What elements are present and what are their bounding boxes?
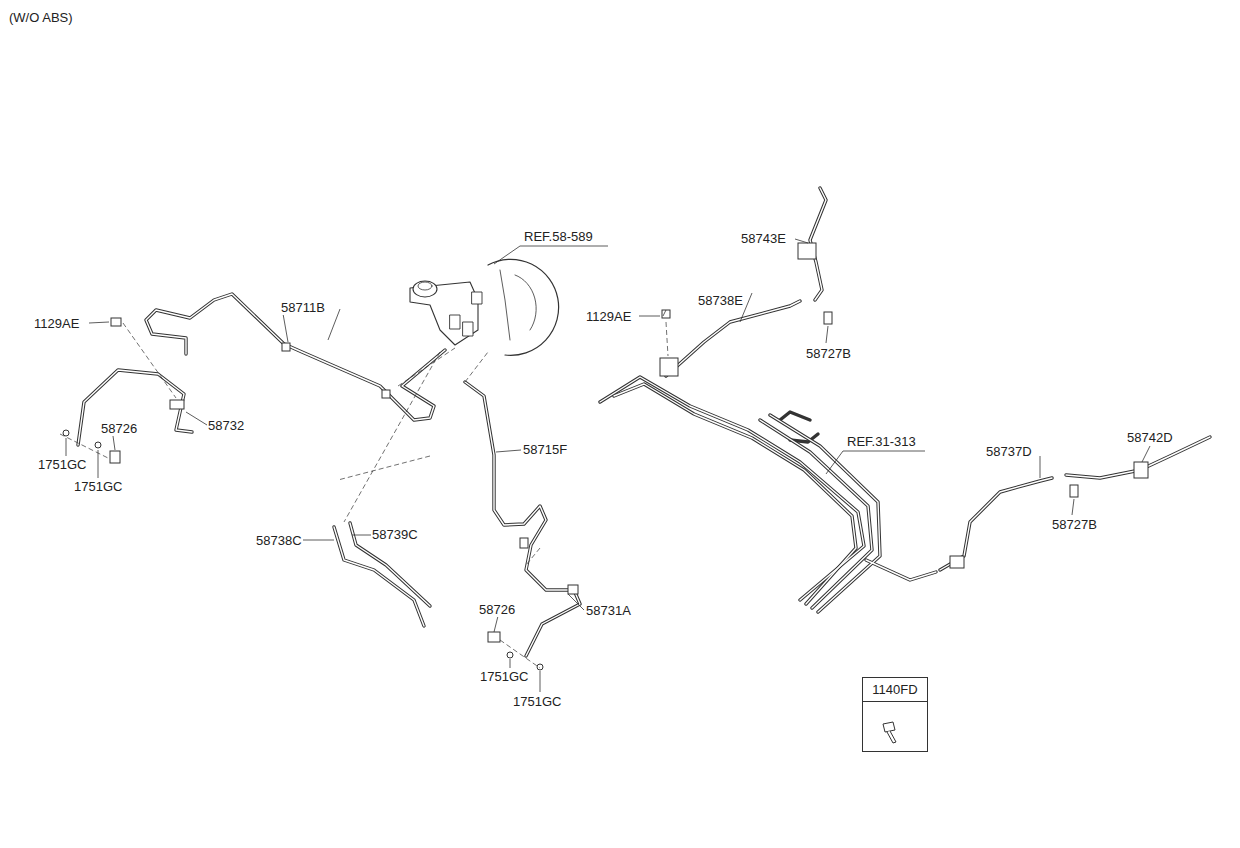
callout-number: 58732 — [207, 418, 245, 433]
dashed-guides — [60, 322, 668, 668]
callout-number: REF.58-589 — [523, 229, 594, 244]
part-number: 1140FD — [863, 678, 927, 702]
booster — [488, 259, 559, 355]
callout-number: (W/O ABS) — [8, 10, 74, 25]
callout-number: 1129AE — [33, 316, 80, 331]
part-box: 1140FD — [862, 677, 928, 752]
callout-number: 58743E — [740, 231, 787, 246]
callout-number: REF.31-313 — [846, 434, 917, 449]
callout-number: 58742D — [1126, 430, 1174, 445]
master-cylinder — [410, 282, 478, 345]
callout-number: 58715F — [522, 442, 568, 457]
fittings — [63, 243, 1148, 670]
callout-number: 1751GC — [479, 669, 529, 684]
bolt-symbol — [883, 722, 896, 743]
callout-number: 58726 — [478, 602, 516, 617]
leader-lines — [66, 239, 1150, 692]
callout-number: 58737D — [985, 444, 1033, 459]
callout-number: 58738E — [697, 293, 744, 308]
callout-number: 58711B — [280, 300, 326, 315]
callout-number: 58738C — [255, 533, 303, 548]
callout-number: 58726 — [100, 421, 138, 436]
callout-number: 1751GC — [37, 457, 87, 472]
callout-number: 1751GC — [73, 479, 123, 494]
callout-number: 1751GC — [512, 694, 562, 709]
brake-lines — [78, 188, 1210, 656]
callout-number: 58731A — [585, 603, 632, 618]
callout-number: 58727B — [805, 346, 852, 361]
callout-number: 1129AE — [585, 309, 632, 324]
callout-number: 58739C — [371, 527, 419, 542]
callout-number: 58727B — [1051, 517, 1098, 532]
